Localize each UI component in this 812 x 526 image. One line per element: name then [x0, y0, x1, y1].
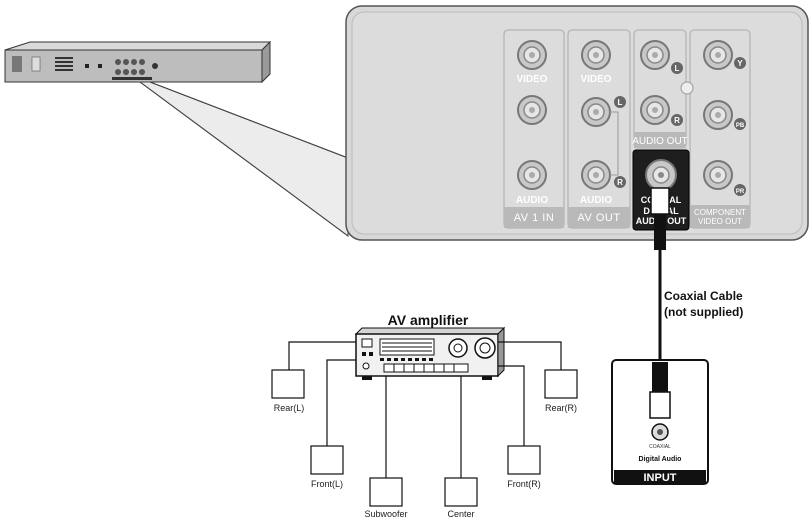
speaker-subwoofer-label: Subwoofer [364, 509, 407, 519]
cable-label-line1: Coaxial Cable [664, 289, 743, 303]
zoom-lines [138, 81, 349, 237]
component-pr-badge: PR [736, 189, 745, 195]
input-label: INPUT [644, 472, 677, 484]
av1-audio-jack [517, 160, 547, 190]
audio-out-l-jack [640, 40, 670, 70]
speaker-front-left [310, 445, 344, 475]
av-amplifier [354, 326, 506, 380]
avout-audio-l-jack [581, 97, 611, 127]
amplifier-title: AV amplifier [388, 312, 469, 328]
speaker-center-label: Center [447, 509, 474, 519]
speaker-rear-right [544, 369, 578, 399]
av1-mid-jack [517, 95, 547, 125]
audio-out-r-badge: R [674, 116, 680, 125]
audio-out-r-jack [640, 95, 670, 125]
cable-label-line2: (not supplied) [664, 305, 743, 319]
speaker-subwoofer [369, 477, 403, 507]
speaker-rear-left [271, 369, 305, 399]
speaker-center [444, 477, 478, 507]
component-y-badge: Y [737, 59, 743, 68]
speaker-wires [288, 341, 562, 478]
component-pb-jack [703, 100, 733, 130]
av1-video-label: VIDEO [516, 74, 547, 85]
input-panel [611, 359, 709, 485]
speaker-rear-right-label: Rear(R) [545, 403, 577, 413]
avout-r-badge: R [617, 178, 623, 187]
av1-in-label: AV 1 IN [514, 212, 555, 224]
speaker-front-right-label: Front(R) [507, 479, 541, 489]
component-y-jack [703, 40, 733, 70]
avout-l-badge: L [618, 98, 623, 107]
dvd-player [4, 40, 272, 84]
input-coaxial-label: COAXIAL [649, 444, 671, 450]
speaker-front-left-label: Front(L) [311, 479, 343, 489]
avout-video-jack [581, 40, 611, 70]
back-panel: VIDEO AUDIO AV 1 IN VIDEO [345, 5, 809, 241]
av1-video-jack [517, 40, 547, 70]
audio-out-label: AUDIO OUT [632, 136, 688, 147]
av1-audio-label: AUDIO [516, 195, 548, 206]
av-out-label: AV OUT [577, 212, 620, 224]
avout-audio-r-jack [581, 160, 611, 190]
component-pr-jack [703, 160, 733, 190]
speaker-rear-left-label: Rear(L) [274, 403, 305, 413]
audio-out-l-badge: L [675, 64, 680, 73]
coaxial-out-jack [645, 159, 677, 191]
speaker-front-right [507, 445, 541, 475]
component-pb-badge: PB [736, 123, 745, 129]
input-digital-audio-label: Digital Audio [639, 456, 682, 463]
avout-video-label: VIDEO [580, 74, 611, 85]
avout-audio-label: AUDIO [580, 195, 612, 206]
coaxial-cable [650, 187, 670, 362]
